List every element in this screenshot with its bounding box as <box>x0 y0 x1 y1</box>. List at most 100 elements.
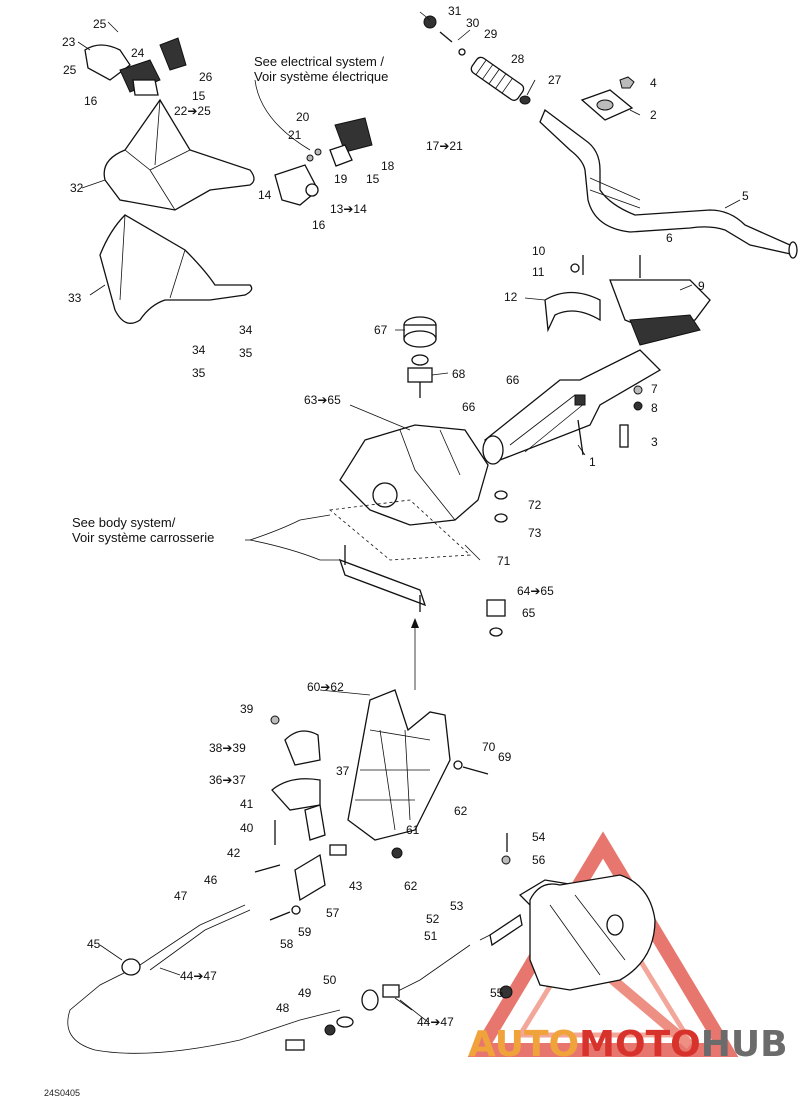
callout-4: 4 <box>650 76 657 90</box>
callout-41: 41 <box>240 797 254 811</box>
callout-55: 55 <box>490 986 504 1000</box>
callout-45: 45 <box>87 937 101 951</box>
callout-28: 28 <box>511 52 525 66</box>
handlebar-cover <box>84 37 255 211</box>
callout-69: 69 <box>498 750 512 764</box>
callout-48: 48 <box>276 1001 290 1015</box>
callout-44-47-left: 44➔47 <box>180 969 217 983</box>
column-cover <box>609 279 711 346</box>
note-body-fr: Voir système carrosserie <box>72 530 214 545</box>
callout-66-left: 66 <box>462 400 476 414</box>
callout-25-top: 25 <box>93 17 107 31</box>
callout-16-mid: 16 <box>312 218 326 232</box>
callout-30: 30 <box>466 16 480 30</box>
callout-32: 32 <box>70 181 84 195</box>
callout-40: 40 <box>240 821 254 835</box>
nuts-washers <box>486 490 508 637</box>
callout-26: 26 <box>199 70 213 84</box>
note-electrical-en: See electrical system / <box>254 54 384 69</box>
bracket-12 <box>544 291 601 333</box>
callout-11: 11 <box>532 265 545 279</box>
callout-71: 71 <box>497 554 511 568</box>
callout-39: 39 <box>240 702 254 716</box>
steering-cables <box>67 904 521 1054</box>
callout-47: 47 <box>174 889 188 903</box>
callout-67: 67 <box>374 323 388 337</box>
callout-5: 5 <box>742 189 749 203</box>
callout-62-bottom: 62 <box>404 879 418 893</box>
callout-44-47-right: 44➔47 <box>417 1015 454 1029</box>
callout-2: 2 <box>650 108 657 122</box>
callout-63-65: 63➔65 <box>304 393 341 407</box>
callout-24: 24 <box>131 46 145 60</box>
body-leader-1 <box>249 514 331 541</box>
damper-block <box>403 316 437 398</box>
callout-51: 51 <box>424 929 438 943</box>
callout-34-right: 34 <box>239 323 253 337</box>
callout-8: 8 <box>651 401 658 415</box>
callout-25-mid: 25 <box>63 63 77 77</box>
callout-37: 37 <box>336 764 350 778</box>
callout-42: 42 <box>227 846 241 860</box>
callout-22-25: 22➔25 <box>174 104 211 118</box>
drawing-code: 24S0405 <box>44 1088 80 1098</box>
callout-14: 14 <box>258 188 272 202</box>
steering-column <box>482 349 662 465</box>
callout-23: 23 <box>62 35 76 49</box>
callout-15-mid: 15 <box>366 172 380 186</box>
callout-6: 6 <box>666 231 673 245</box>
mount-plate <box>329 499 471 612</box>
callout-65: 65 <box>522 606 536 620</box>
callout-61: 61 <box>406 823 420 837</box>
note-electrical-fr: Voir système électrique <box>254 69 388 84</box>
callout-60-62: 60➔62 <box>307 680 344 694</box>
callout-70: 70 <box>482 740 496 754</box>
watermark-text: AUTOMOTOHUB <box>468 1024 788 1065</box>
callout-1: 1 <box>589 455 596 469</box>
callout-27: 27 <box>548 73 562 87</box>
callout-54: 54 <box>532 830 546 844</box>
body-leader-2 <box>249 539 340 561</box>
callout-52: 52 <box>426 912 440 926</box>
callout-15-top: 15 <box>192 89 206 103</box>
callout-43: 43 <box>349 879 363 893</box>
callout-72: 72 <box>528 498 542 512</box>
callout-58: 58 <box>280 937 294 951</box>
cable-clamp <box>270 715 326 841</box>
callout-29: 29 <box>484 27 498 41</box>
callout-38-39: 38➔39 <box>209 741 246 755</box>
lower-cover <box>99 214 253 324</box>
callout-31: 31 <box>448 4 462 18</box>
callout-62-right: 62 <box>454 804 468 818</box>
callout-19: 19 <box>334 172 348 186</box>
callout-35-right: 35 <box>239 346 253 360</box>
arrow-head <box>411 618 419 628</box>
callout-20: 20 <box>296 110 310 124</box>
callout-12: 12 <box>504 290 518 304</box>
callout-53: 53 <box>450 899 464 913</box>
callout-59: 59 <box>298 925 312 939</box>
callout-68: 68 <box>452 367 466 381</box>
watermark-auto: AUTO <box>468 1024 579 1065</box>
callout-36-37: 36➔37 <box>209 773 246 787</box>
column-housing <box>339 424 489 526</box>
callout-66-right: 66 <box>506 373 520 387</box>
throttle-housing <box>274 117 373 206</box>
hardware-left <box>254 760 489 921</box>
hardware-right <box>570 255 643 448</box>
note-body-en: See body system/ <box>72 515 176 530</box>
callout-18: 18 <box>381 159 395 173</box>
steering-nozzle <box>489 833 656 999</box>
callout-46: 46 <box>204 873 218 887</box>
callout-33: 33 <box>68 291 82 305</box>
steering-bracket <box>347 689 451 841</box>
callout-73: 73 <box>528 526 542 540</box>
callout-17-21: 17➔21 <box>426 139 463 153</box>
callout-10: 10 <box>532 244 546 258</box>
callout-34-left: 34 <box>192 343 206 357</box>
callout-56: 56 <box>532 853 546 867</box>
callout-21: 21 <box>288 128 302 142</box>
callout-leaders <box>77 11 741 1023</box>
watermark-moto: MOTO <box>579 1024 701 1065</box>
